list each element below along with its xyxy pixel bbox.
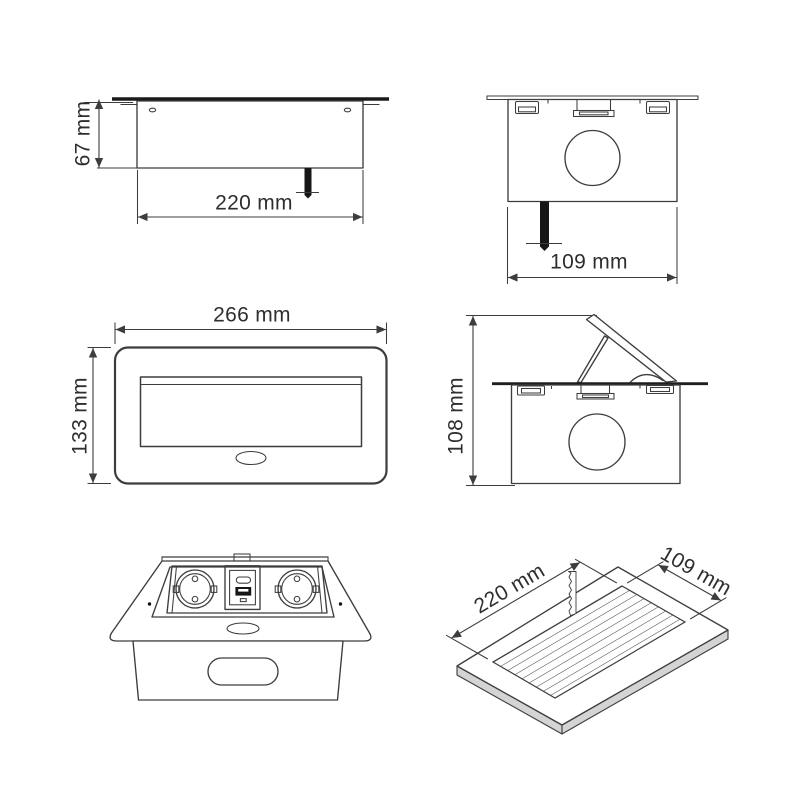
socket-pin-hole: [293, 575, 301, 583]
latch-bracket-center: [572, 99, 615, 118]
dimension-line: [658, 564, 722, 601]
clip-inner: [648, 106, 668, 113]
socket-pin-hole: [191, 595, 199, 603]
socket-pin-hole: [191, 575, 199, 583]
rim-inner-opening: [151, 566, 335, 618]
under-table-body: [132, 640, 344, 701]
usb-a-tongue: [238, 589, 249, 592]
power-cable-tip: [540, 246, 549, 251]
indicator-mark: [239, 598, 247, 603]
latch-bar-inner: [578, 111, 609, 116]
dimension-line: [451, 561, 581, 639]
view-front-section-closed: 67 mm 220 mm: [72, 97, 389, 224]
view-top-closed: 266 mm 133 mm: [69, 304, 388, 485]
extension-line: [574, 558, 618, 584]
lid-panel: [139, 376, 363, 448]
dim-top-width: 266 mm: [114, 304, 388, 344]
latch-bar: [576, 392, 615, 400]
clip-outline: [514, 100, 540, 115]
dim-label-top-height: 133 mm: [69, 377, 92, 455]
power-cable: [304, 168, 312, 195]
clip-outline: [516, 385, 546, 396]
socket-outer-ring: [277, 569, 317, 609]
clip-mark-left: [148, 107, 157, 113]
latch-bracket-center: [576, 385, 615, 400]
clip-inner: [517, 106, 537, 113]
dim-label-front-width: 220 mm: [215, 192, 293, 215]
extension-line: [445, 634, 489, 660]
clip-mark-right: [343, 107, 352, 113]
box-body-outline: [510, 384, 681, 485]
mounting-clip-right: [645, 384, 675, 395]
view-end-section-open: 108 mm: [445, 313, 708, 487]
dim-label-open-height: 108 mm: [445, 377, 468, 455]
mounting-clip-left: [514, 100, 540, 115]
dim-open-height: 108 mm: [445, 314, 597, 487]
cable-gland-hole: [564, 129, 621, 187]
screw-dot-right: [338, 602, 343, 606]
handle-recess-slot: [207, 657, 279, 686]
schuko-socket-right: [274, 569, 320, 609]
power-cable: [540, 201, 549, 247]
view-3d-popup: [109, 553, 372, 701]
usb-c-port-icon: [235, 576, 252, 584]
dim-top-height: 133 mm: [69, 346, 111, 485]
dim-front-width: 220 mm: [136, 170, 364, 224]
view-end-section-closed: 109 mm: [486, 95, 699, 284]
dim-label-end-width: 109 mm: [550, 251, 628, 274]
open-lid-panel: [585, 313, 678, 383]
socket-recess: [179, 573, 211, 605]
socket-outer-ring: [175, 569, 215, 609]
earth-clip: [172, 585, 180, 593]
usb-module-frame: [224, 565, 261, 611]
screw-dot-left: [147, 602, 152, 606]
hinge-arc: [629, 373, 664, 383]
mounting-clip-right: [645, 100, 671, 115]
earth-clip: [210, 585, 218, 593]
usb-module-plate: [229, 569, 256, 606]
dim-label-front-height: 67 mm: [72, 101, 95, 167]
dim-end-width: 109 mm: [506, 207, 678, 284]
cable-gland-hole: [568, 413, 626, 471]
latch-bar: [572, 109, 615, 118]
schuko-socket-left: [172, 569, 218, 609]
latch-button: [226, 622, 260, 635]
panel-border-right: [316, 565, 323, 614]
lid-support-arm: [576, 335, 609, 384]
extension-line: [689, 597, 727, 620]
clip-outline: [645, 384, 675, 395]
clip-outline: [645, 100, 671, 115]
socket-pin-hole: [293, 595, 301, 603]
dim-label-cutout-length: 220 mm: [470, 559, 549, 618]
usb-charger-module: [224, 565, 261, 611]
box-body-outline: [136, 100, 364, 169]
extension-line: [626, 561, 664, 584]
earth-clip: [274, 585, 282, 593]
clip-inner: [520, 387, 542, 394]
earth-clip: [312, 585, 320, 593]
socket-recess: [281, 573, 313, 605]
panel-border-left: [171, 565, 178, 614]
latch-button: [235, 450, 267, 466]
power-cable-tip: [304, 195, 312, 199]
latch-bar-inner: [581, 394, 610, 399]
clip-inner: [649, 386, 671, 393]
mounting-clip-left: [516, 385, 546, 396]
dim-front-height: 67 mm: [72, 99, 140, 169]
dim-label-top-width: 266 mm: [213, 304, 291, 327]
view-iso-cutout: 220 mm 109 mm: [445, 542, 735, 735]
